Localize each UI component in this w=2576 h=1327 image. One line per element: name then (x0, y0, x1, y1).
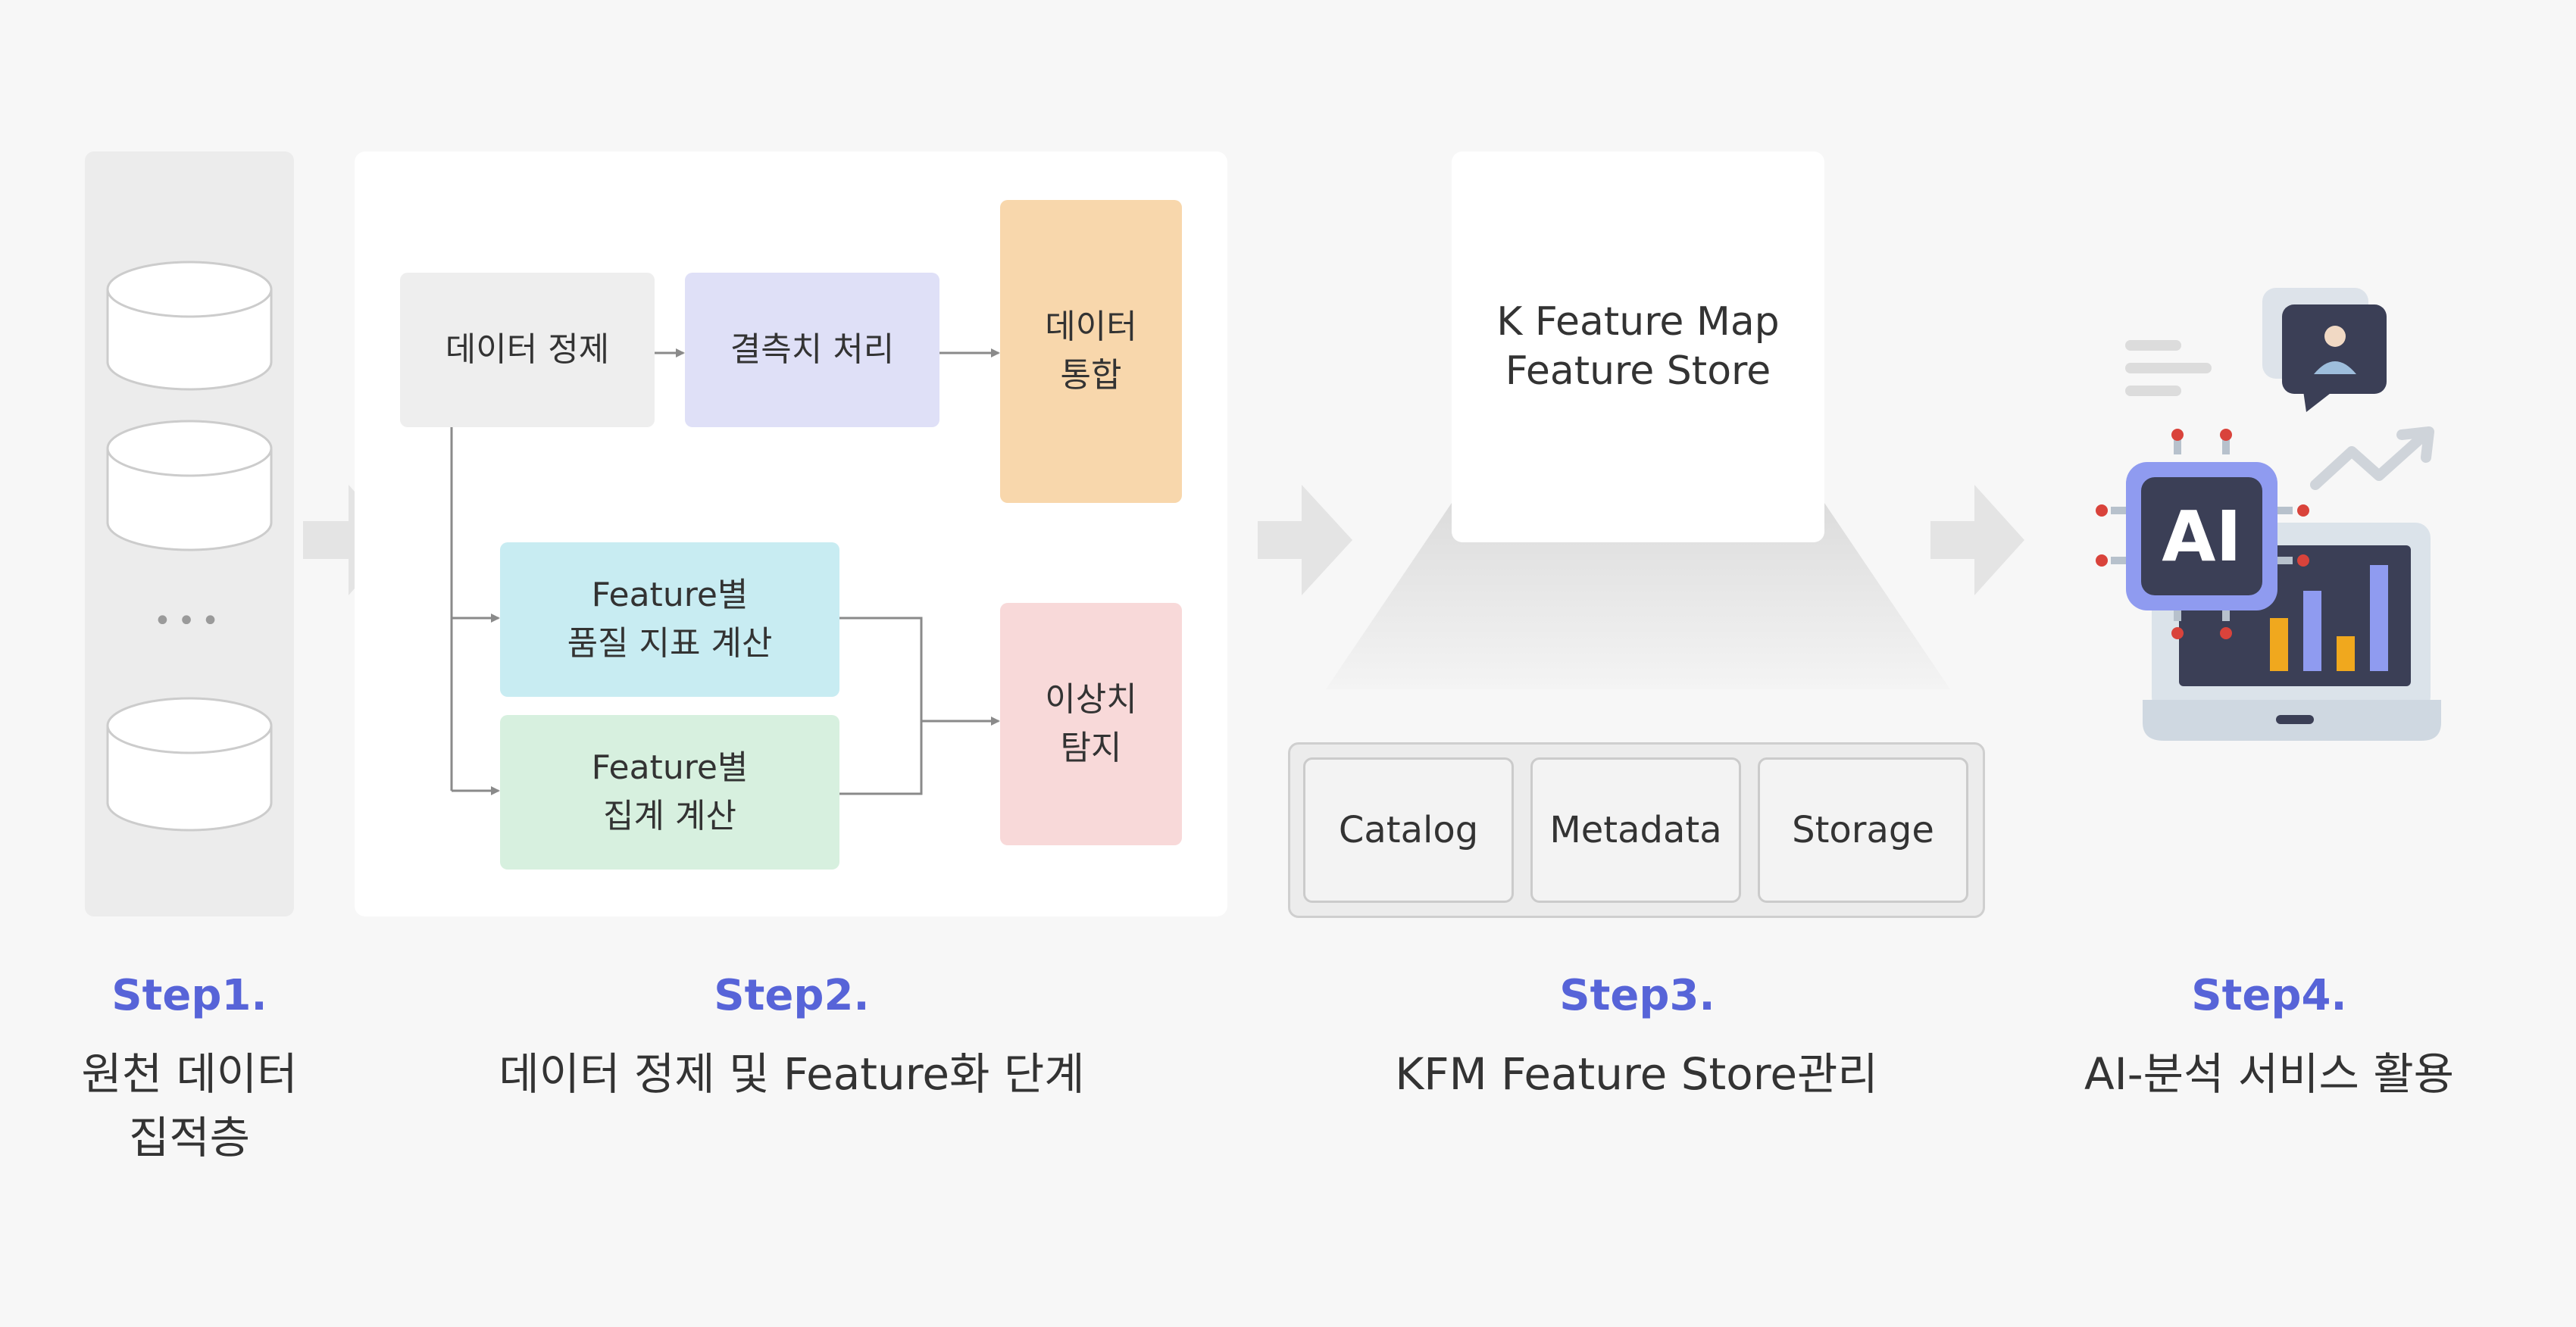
bar-chart-icon (2270, 565, 2388, 671)
projection-beam (1326, 503, 1950, 689)
ai-chip-label: AI (2162, 495, 2242, 577)
database-icon (106, 420, 273, 551)
flow-arrow-2-3 (1258, 485, 1352, 595)
box-data-integration-line2: 통합 (1060, 356, 1122, 395)
connector-quality-merge (839, 617, 923, 795)
database-ellipsis: ••• (153, 604, 226, 639)
box-anomaly-detection: 이상치 탐지 (1000, 603, 1182, 845)
component-storage: Storage (1758, 757, 1968, 903)
step3-description: KFM Feature Store관리 (1395, 1048, 1878, 1100)
box-data-integration-line1: 데이터 (1045, 308, 1137, 347)
step1-description: 원천 데이터 집적층 (30, 1042, 349, 1169)
feature-store-title-line2: Feature Store (1505, 348, 1771, 394)
box-missing-value-handling: 결측치 처리 (685, 273, 939, 427)
step1-desc-line2: 집적층 (128, 1112, 251, 1164)
chat-user-icon (2262, 288, 2387, 412)
flow-arrow-3-4 (1930, 485, 2024, 595)
step3-label: Step3. (1559, 971, 1715, 1020)
component-catalog: Catalog (1303, 757, 1514, 903)
box-data-integration: 데이터 통합 (1000, 200, 1182, 503)
step1-label: Step1. (111, 971, 267, 1020)
component-metadata: Metadata (1530, 757, 1741, 903)
ai-chip-icon (2126, 462, 2277, 610)
step2-description: 데이터 정제 및 Feature화 단계 (499, 1048, 1085, 1100)
database-icon (106, 697, 273, 832)
box-feature-quality-line1: Feature별 (591, 576, 749, 615)
step1-desc-line1: 원천 데이터 (81, 1048, 298, 1100)
box-data-cleaning: 데이터 정제 (400, 273, 655, 427)
step2-label: Step2. (714, 971, 870, 1020)
text-lines-icon (2125, 340, 2212, 396)
chip-pin-dots (2096, 429, 2309, 639)
feature-store-title-line1: K Feature Map (1496, 299, 1780, 345)
box-feature-aggregate-line1: Feature별 (591, 748, 749, 788)
box-feature-aggregate: Feature별 집계 계산 (500, 715, 839, 870)
box-feature-aggregate-line2: 집계 계산 (603, 797, 736, 835)
step4-label: Step4. (2191, 971, 2347, 1020)
database-icon (106, 261, 273, 391)
box-feature-quality-line2: 품질 지표 계산 (567, 624, 773, 663)
trend-arrow-icon (2310, 426, 2434, 490)
step4-description: AI-분석 서비스 활용 (2084, 1048, 2455, 1100)
box-anomaly-line2: 탐지 (1060, 729, 1122, 767)
flow-arrow-1-2 (303, 485, 398, 595)
feature-store-card: K Feature Map Feature Store (1452, 151, 1824, 542)
box-feature-quality: Feature별 품질 지표 계산 (500, 542, 839, 697)
box-anomaly-line1: 이상치 (1045, 680, 1137, 720)
